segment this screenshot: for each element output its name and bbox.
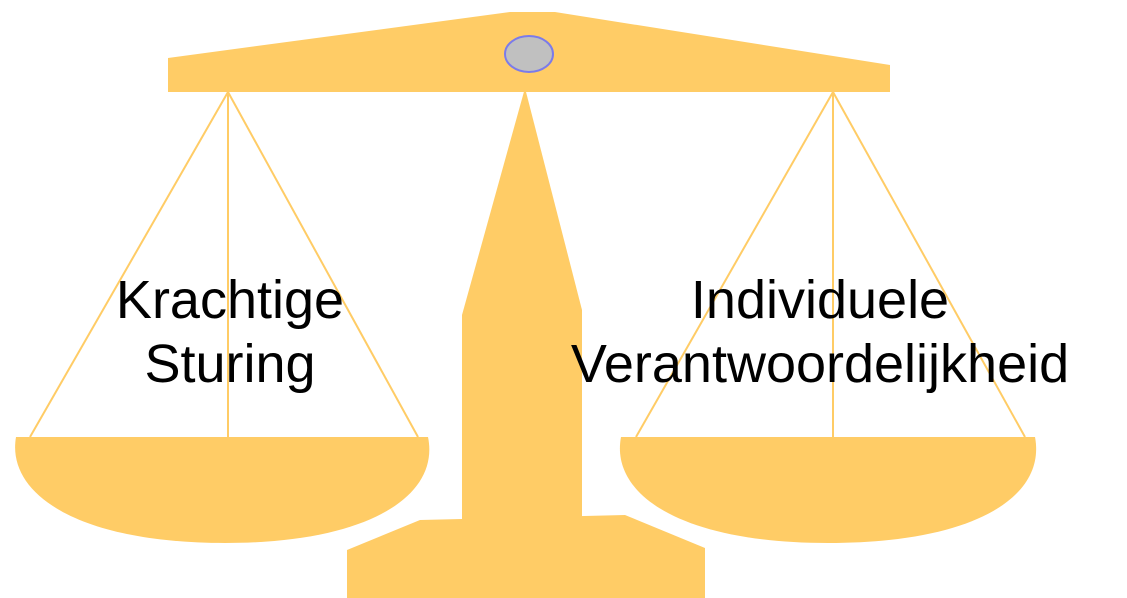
pivot-knob: [505, 36, 553, 72]
left-pan-label-line2: Sturing: [30, 332, 430, 396]
left-pan-label: Krachtige Sturing: [30, 268, 430, 396]
left-pan-label-line1: Krachtige: [30, 268, 430, 332]
right-pan-label-line1: Individuele: [520, 268, 1120, 332]
right-pan-label: Individuele Verantwoordelijkheid: [520, 268, 1120, 396]
right-pan: [620, 437, 1036, 543]
scale-base: [347, 515, 705, 598]
left-pan: [15, 437, 429, 543]
right-pan-label-line2: Verantwoordelijkheid: [520, 332, 1120, 396]
